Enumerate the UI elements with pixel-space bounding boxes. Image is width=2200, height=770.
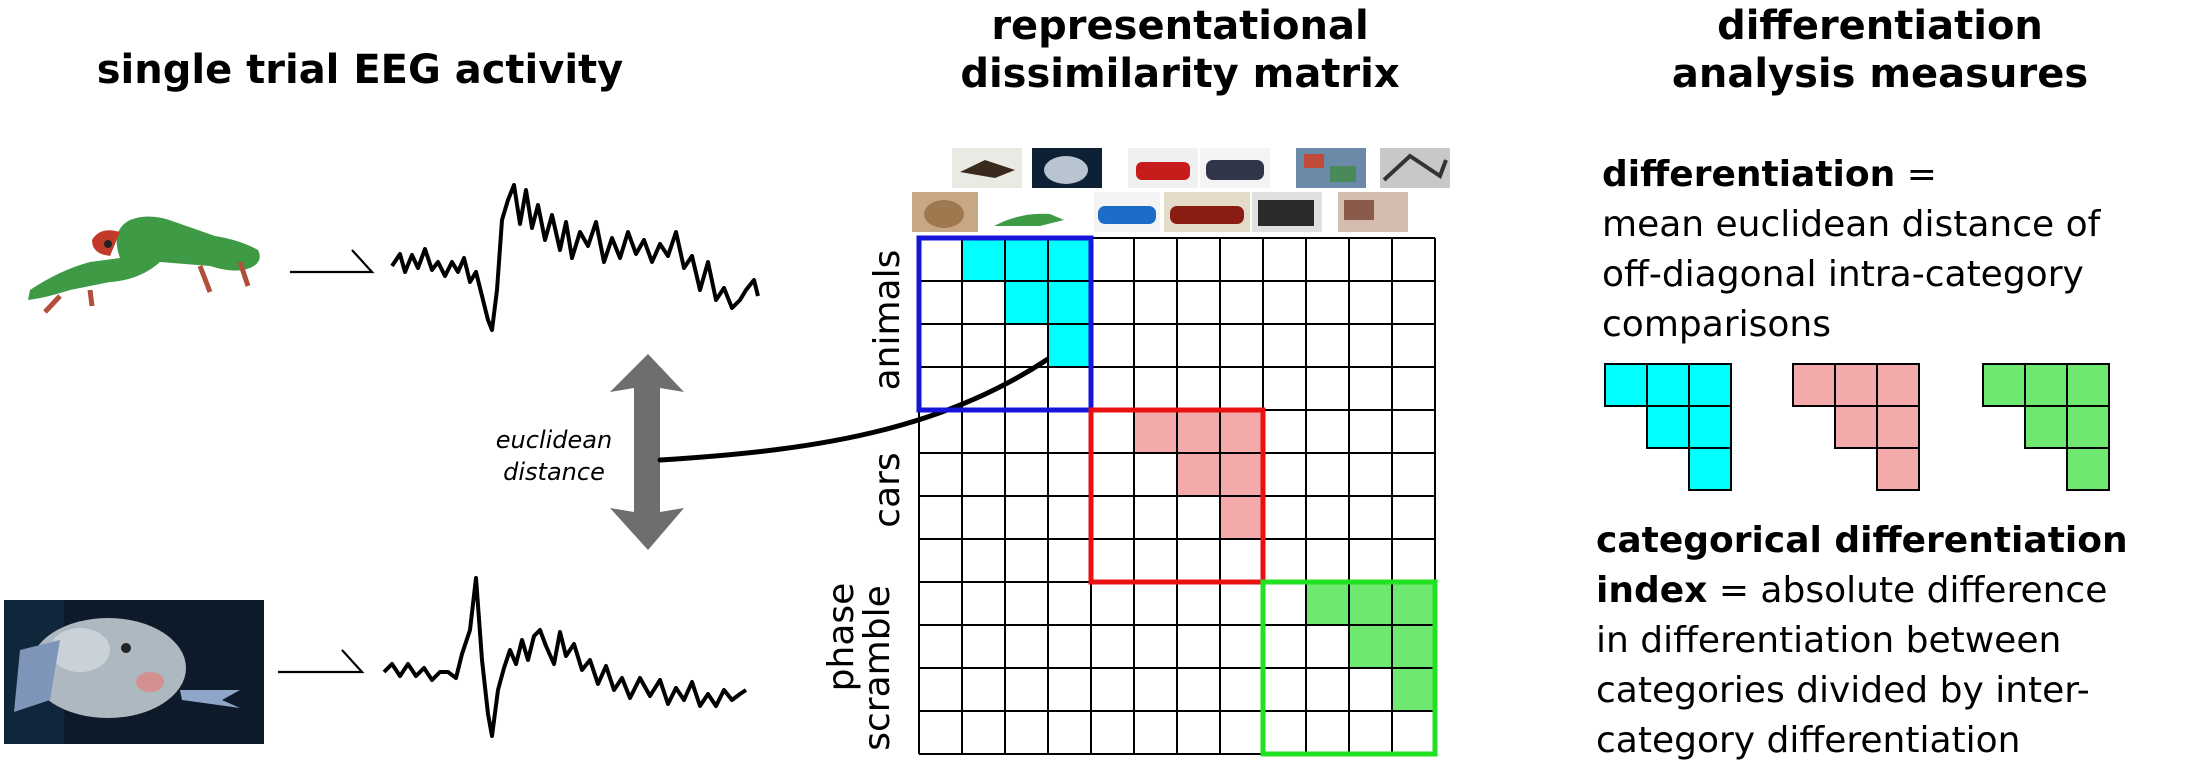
triangle-icon-animals [1604,363,1732,491]
cdi-term-line1: categorical differentiation [1596,516,2128,566]
differentiation-title: differentiation = [1602,150,2100,200]
chameleon-photo [0,160,270,314]
diff-heading-line2: analysis measures [1671,51,2089,97]
eeg-heading: single trial EEG activity [96,47,624,93]
cdi-line-2: categories divided by inter- [1596,670,2090,711]
differentiation-definition: differentiation = mean euclidean distanc… [1602,150,2100,350]
diff-heading-line1: differentiation [1717,3,2043,49]
matrix-fills-animals [962,238,1091,367]
scramble-box [1260,579,1438,757]
eeg-waveform-top [390,183,760,332]
euclidean-label: euclidean distance [454,424,654,488]
pointer-arrow [657,333,1083,463]
differentiation-line-2: off-diagonal intra-category [1602,254,2084,295]
cdi-line-1: in differentiation between [1596,620,2062,661]
matrix-fills-cars [1134,410,1263,539]
differentiation-line-1: mean euclidean distance of [1602,204,2101,245]
category-label-animals: animals [867,249,908,391]
cars-box [1088,407,1266,585]
category-label-scramble: scramble [857,585,898,751]
cdi-equals: = absolute difference [1707,570,2108,611]
cdi-definition: categorical differentiation index = abso… [1596,516,2128,766]
triangle-icon-scramble [1982,363,2110,491]
matrix-grid [918,237,1436,755]
stimulus-thumbnails-row1 [952,148,1450,188]
matrix-fills-scramble [1306,582,1435,711]
trial-connector-bottom [278,649,365,674]
category-label-cars: cars [867,452,908,528]
boxfish-photo [4,600,264,744]
rdm-heading-line1: representational [991,3,1369,49]
rdm-heading-line2: dissimilarity matrix [960,51,1400,97]
eeg-waveform-bottom [382,576,748,738]
euclidean-label-line1: euclidean [495,426,613,454]
category-label-phase: phase [821,582,862,692]
euclidean-label-line2: distance [503,458,605,486]
rdm-heading: representational dissimilarity matrix [900,2,1460,98]
cdi-term: categorical differentiation [1596,520,2128,561]
cdi-line-3: category differentiation [1596,720,2021,761]
triangle-icon-cars [1792,363,1920,491]
differentiation-term: differentiation [1602,154,1896,195]
differentiation-line-3: comparisons [1602,304,1831,345]
stimulus-thumbnails-row2 [912,192,1408,232]
trial-connector-top [290,249,375,274]
cdi-title-line2: index = absolute difference [1596,566,2128,616]
double-arrow-icon [610,354,684,550]
differentiation-equals: = [1895,154,1937,195]
diff-heading: differentiation analysis measures [1600,2,2160,98]
cdi-term2: index [1596,570,1708,611]
animals-box [916,235,1094,413]
